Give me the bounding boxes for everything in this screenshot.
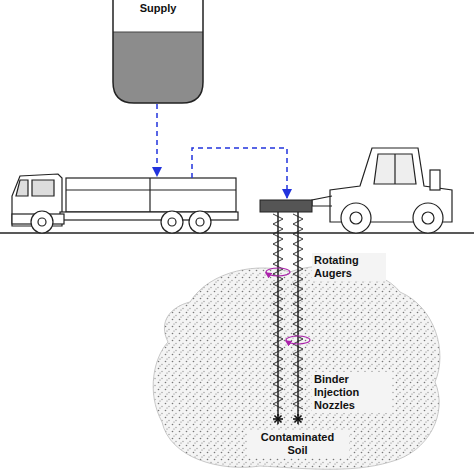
region-label: Contaminated Soil xyxy=(247,430,349,458)
supply-tank: Supply xyxy=(112,0,204,104)
binder-liquid xyxy=(112,32,204,150)
tank-outline xyxy=(112,0,204,104)
feed-line xyxy=(192,148,287,198)
loader-vehicle xyxy=(312,148,452,233)
dump-truck xyxy=(12,174,238,233)
ground-line xyxy=(0,232,474,234)
feed-line xyxy=(156,104,158,176)
auger-head xyxy=(260,200,312,212)
part-label: Binder Injection Nozzles xyxy=(312,372,392,413)
tank-label: Supply xyxy=(137,1,180,16)
part-label: Rotating Augers xyxy=(312,253,386,281)
